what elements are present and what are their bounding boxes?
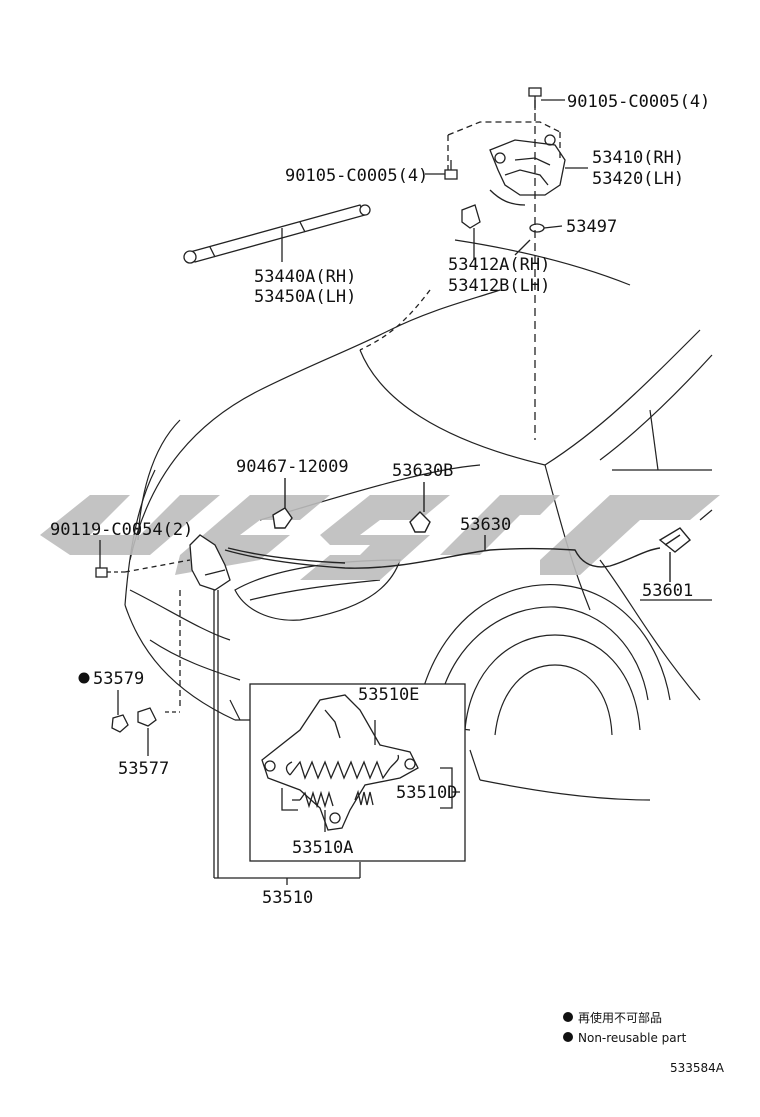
label-cover-rh: 53412A(RH)	[448, 255, 550, 275]
label-strut-rh: 53440A(RH)	[254, 267, 356, 287]
label-53497: 53497	[566, 217, 617, 237]
watermark-logo	[40, 495, 720, 580]
non-reusable-marker-icon	[78, 672, 90, 684]
label-bolt-lock: 90119-C0054(2)	[50, 520, 193, 540]
label-lock: 53510	[262, 888, 313, 908]
label-bolt-top: 90105-C0005(4)	[567, 92, 710, 112]
lock-detail-inset	[249, 683, 466, 862]
label-lock-e: 53510E	[358, 685, 419, 705]
legend-jp: 再使用不可部品	[578, 1010, 662, 1025]
label-clip: 53630B	[392, 461, 453, 481]
hood-strut	[183, 204, 431, 351]
legend-marker-icon	[563, 1012, 573, 1022]
hood-lock	[95, 534, 361, 885]
part-labels: 90105-C0005(4) 53410(RH) 53420(LH) 90105…	[50, 92, 710, 908]
label-strut-lh: 53450A(LH)	[254, 287, 356, 307]
legend: 再使用不可部品 Non-reusable part	[563, 1010, 687, 1045]
label-cushion: 53579	[93, 669, 144, 689]
figure-code: 533584A	[670, 1061, 725, 1075]
label-cover-lh: 53412B(LH)	[448, 276, 550, 296]
label-lock-d: 53510D	[396, 783, 457, 803]
legend-en: Non-reusable part	[578, 1031, 687, 1045]
label-bolt-left: 90105-C0005(4)	[285, 166, 428, 186]
label-cable: 53630	[460, 515, 511, 535]
label-stopper: 53577	[118, 759, 169, 779]
hood-release-cable	[224, 478, 691, 582]
label-clamp: 90467-12009	[236, 457, 349, 477]
label-hinge-lh: 53420(LH)	[592, 169, 684, 189]
legend-marker-icon	[563, 1032, 573, 1042]
label-hinge-rh: 53410(RH)	[592, 148, 684, 168]
hood-hinge	[425, 87, 588, 440]
stopper-parts	[111, 690, 157, 756]
label-lock-a: 53510A	[292, 838, 353, 858]
label-handle: 53601	[642, 581, 693, 601]
